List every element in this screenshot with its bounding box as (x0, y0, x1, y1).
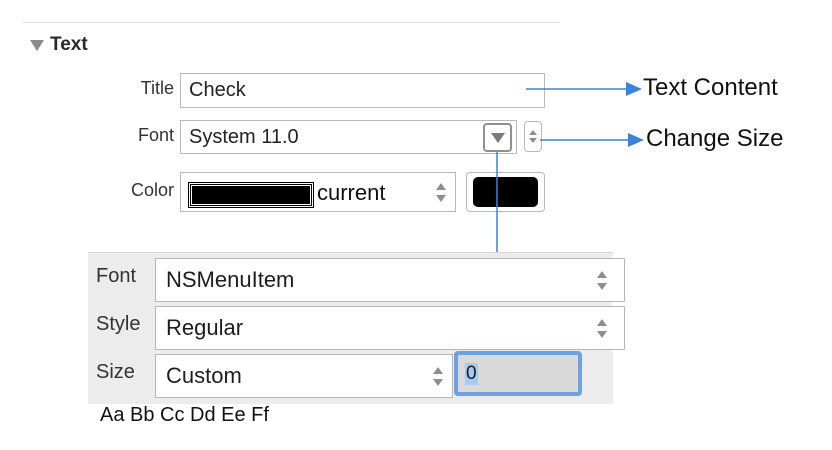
popup-down-icon (433, 378, 443, 386)
font-label: Font (137, 125, 174, 145)
color-value: current (317, 180, 386, 205)
font-size-stepper[interactable] (524, 121, 542, 152)
color-popup[interactable]: current (180, 172, 456, 212)
arrow-head-text-content (626, 82, 642, 96)
panel-font-stepper[interactable] (592, 258, 612, 302)
font-field: System 11.0 (180, 120, 517, 154)
popup-up-icon (597, 318, 607, 326)
panel-size-popup[interactable]: Custom (155, 354, 453, 398)
stepper-up-icon[interactable] (529, 130, 537, 135)
panel-style-value: Regular (166, 315, 244, 340)
text-section-header[interactable]: Text (30, 34, 88, 56)
panel-font-label: Font (96, 265, 137, 287)
popup-down-icon (436, 194, 446, 202)
font-sample-text: Aa Bb Cc Dd Ee Ff (100, 404, 269, 426)
arrow-head-change-size (628, 133, 644, 147)
popup-down-icon (597, 330, 607, 338)
top-divider (22, 22, 560, 23)
title-label: Title (140, 78, 174, 98)
color-well-swatch (473, 177, 538, 207)
size-input-value: 0 (465, 362, 478, 385)
title-field[interactable]: Check (180, 73, 545, 108)
annotation-text-content: Text Content (643, 74, 778, 101)
color-label: Color (130, 180, 174, 200)
panel-size-stepper[interactable] (428, 354, 448, 398)
disclosure-triangle-icon[interactable] (30, 39, 44, 51)
panel-size-value: Custom (166, 363, 242, 388)
font-picker-button[interactable] (483, 123, 512, 152)
color-well[interactable] (466, 172, 545, 212)
popup-up-icon (436, 182, 446, 190)
chevron-down-icon (490, 132, 505, 143)
panel-size-label: Size (96, 361, 135, 383)
popup-up-icon (433, 366, 443, 374)
panel-style-stepper[interactable] (592, 306, 612, 350)
panel-style-label: Style (96, 313, 141, 335)
panel-font-value: NSMenuItem (166, 267, 295, 292)
panel-style-popup[interactable]: Regular (155, 306, 625, 350)
custom-size-input[interactable]: 0 (454, 351, 582, 396)
panel-font-popup[interactable]: NSMenuItem (155, 258, 625, 302)
section-title: Text (50, 34, 88, 55)
stepper-down-icon[interactable] (529, 138, 537, 143)
color-swatch-inline (188, 182, 314, 208)
popup-down-icon (597, 282, 607, 290)
annotation-change-size: Change Size (646, 125, 784, 152)
popup-up-icon (597, 270, 607, 278)
